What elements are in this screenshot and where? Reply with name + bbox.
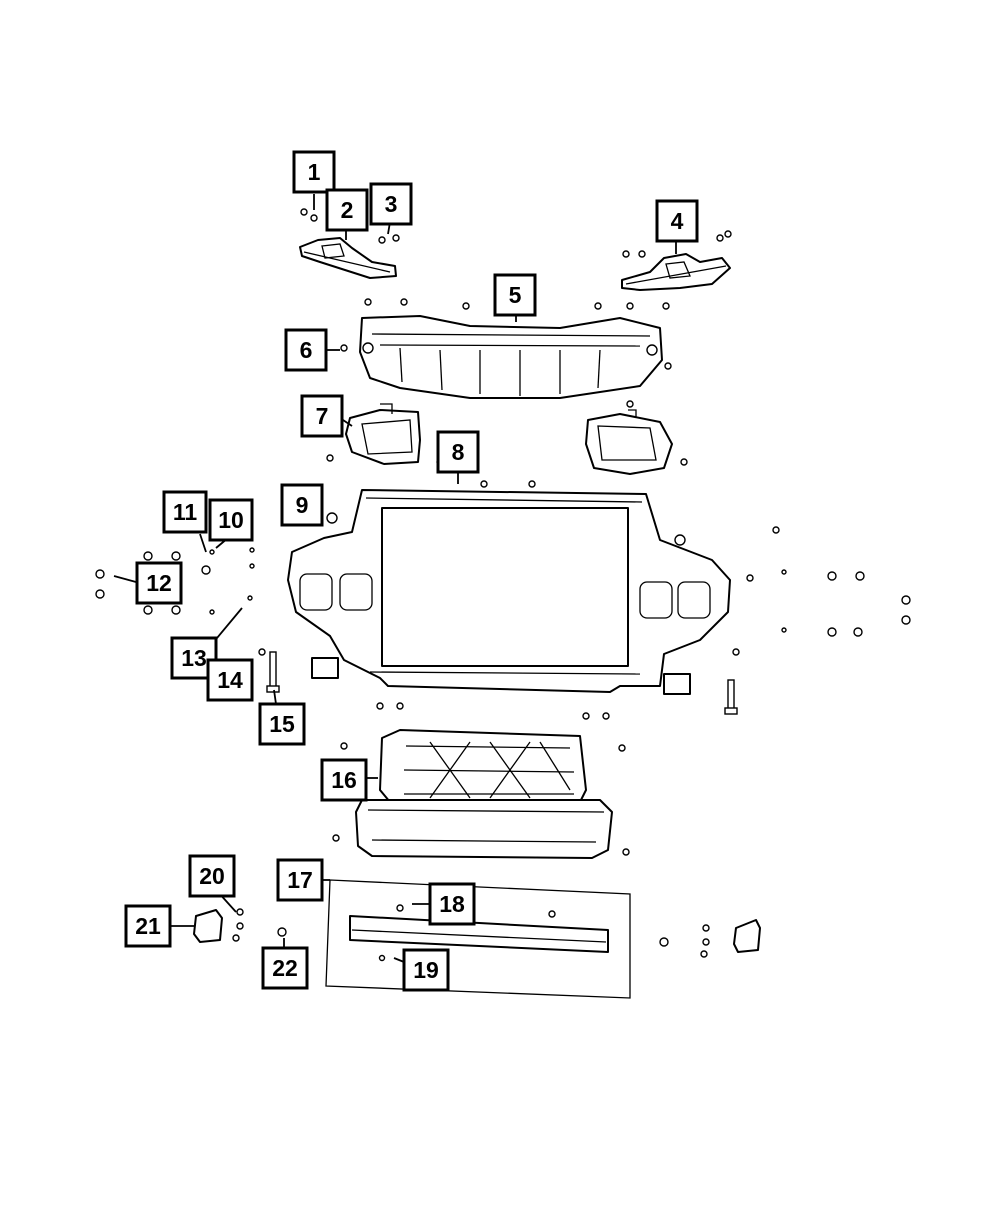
small-bracket-right	[733, 919, 761, 953]
svg-text:4: 4	[671, 208, 684, 234]
side-bracket-right	[585, 409, 673, 475]
cooling-module	[355, 729, 613, 859]
svg-text:3: 3	[385, 191, 398, 217]
fasteners	[95, 208, 911, 962]
callout-9: 9	[280, 483, 324, 527]
svg-text:17: 17	[287, 867, 313, 893]
callout-21: 21	[124, 904, 172, 948]
callout-4: 4	[655, 199, 699, 243]
callout-13: 13	[170, 636, 218, 680]
svg-text:6: 6	[300, 337, 313, 363]
svg-text:7: 7	[316, 403, 329, 429]
lower-panel-group	[325, 879, 631, 999]
callout-18: 18	[428, 882, 476, 926]
svg-text:12: 12	[146, 570, 172, 596]
callout-3: 3	[369, 182, 413, 226]
long-bolt-right	[724, 679, 738, 715]
svg-text:8: 8	[452, 439, 465, 465]
callout-1: 1	[292, 150, 336, 194]
callout-19: 19	[402, 948, 450, 992]
long-bolt-left	[266, 651, 280, 693]
callout-12: 12	[135, 561, 183, 605]
radiator-support-frame	[287, 489, 731, 695]
svg-text:19: 19	[413, 957, 439, 983]
callout-8: 8	[436, 430, 480, 474]
callout-14: 14	[206, 658, 254, 702]
svg-text:16: 16	[331, 767, 357, 793]
svg-text:11: 11	[173, 499, 198, 525]
svg-text:1: 1	[308, 159, 321, 185]
svg-text:15: 15	[269, 711, 295, 737]
upper-bumper-support	[359, 315, 663, 399]
callout-7: 7	[300, 394, 344, 438]
svg-text:10: 10	[218, 507, 244, 533]
upper-bracket-right	[621, 253, 731, 291]
svg-text:5: 5	[509, 282, 522, 308]
svg-text:21: 21	[135, 913, 161, 939]
callout-20: 20	[188, 854, 236, 898]
svg-text:18: 18	[439, 891, 465, 917]
callout-11: 11	[162, 490, 208, 534]
svg-text:22: 22	[272, 955, 298, 981]
svg-text:9: 9	[296, 492, 309, 518]
callout-17: 17	[276, 858, 324, 902]
svg-text:13: 13	[181, 645, 207, 671]
callout-6: 6	[284, 328, 328, 372]
svg-text:20: 20	[199, 863, 225, 889]
callout-15: 15	[258, 702, 306, 746]
upper-bracket-left	[299, 237, 397, 279]
small-bracket-left	[193, 909, 223, 943]
callout-22: 22	[261, 946, 309, 990]
svg-text:14: 14	[217, 667, 243, 693]
callout-5: 5	[493, 273, 537, 317]
callout-10: 10	[208, 498, 254, 542]
side-bracket-left	[345, 403, 421, 465]
callout-2: 2	[325, 188, 369, 232]
svg-text:2: 2	[341, 197, 354, 223]
callout-16: 16	[320, 758, 368, 802]
